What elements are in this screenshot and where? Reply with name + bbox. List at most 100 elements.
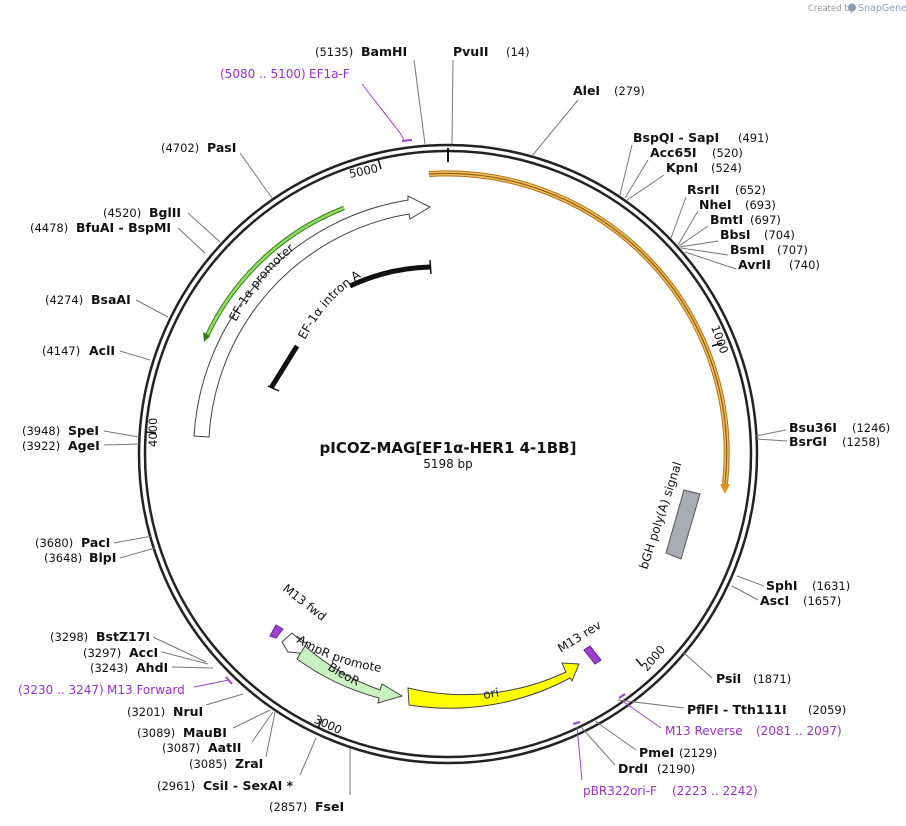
svg-text:(4274): (4274) — [45, 293, 83, 307]
site-acci[interactable]: (3297) AccI — [83, 645, 209, 665]
svg-text:(3085): (3085) — [189, 757, 227, 771]
primer-m13-reverse[interactable]: M13 Reverse (2081 .. 2097) — [618, 693, 842, 738]
svg-text:BspQI - SapI: BspQI - SapI — [633, 130, 719, 145]
ampr-promoter-label: AmpR promoter — [0, 0, 382, 675]
svg-text:(1871): (1871) — [753, 672, 791, 686]
site-fsei[interactable]: (2857) FseI — [269, 748, 351, 814]
svg-text:(4702): (4702) — [161, 141, 199, 155]
site-bmti[interactable]: BmtI (697) — [678, 212, 781, 247]
site-acli[interactable]: (4147) AclI — [42, 343, 151, 361]
site-paci[interactable]: (3680) PacI — [35, 535, 153, 550]
svg-text:(2961): (2961) — [157, 779, 195, 793]
svg-text:M13 Forward: M13 Forward — [107, 683, 185, 697]
site-aatii[interactable]: (3087) AatII — [162, 711, 274, 755]
ampr-promoter-feature[interactable]: AmpR promoter — [0, 0, 382, 675]
bgh-polya-feature[interactable]: bGH poly(A) signal — [637, 460, 701, 571]
primer-m13-forward[interactable]: (3230 .. 3247) M13 Forward — [18, 676, 233, 697]
site-bspqi-sapi[interactable]: BspQI - SapI (491) — [619, 130, 769, 196]
svg-text:(3089): (3089) — [137, 726, 175, 740]
site-pasi[interactable]: (4702) PasI — [161, 140, 273, 199]
svg-text:(2059): (2059) — [808, 703, 846, 717]
svg-text:(3298): (3298) — [50, 630, 88, 644]
svg-text:PvuII: PvuII — [453, 44, 489, 59]
site-ahdi[interactable]: (3243) AhdI — [90, 660, 214, 675]
svg-text:BamHI: BamHI — [361, 44, 407, 59]
svg-text:EF1a-F: EF1a-F — [309, 67, 350, 81]
svg-text:PsiI: PsiI — [716, 671, 741, 686]
site-bstz17i[interactable]: (3298) BstZ17I — [50, 629, 207, 663]
site-alei[interactable]: AleI (279) — [531, 83, 645, 157]
svg-text:BmtI: BmtI — [710, 212, 743, 227]
svg-text:PasI: PasI — [207, 140, 236, 155]
site-avrii[interactable]: AvrII (740) — [684, 251, 820, 272]
site-pflfi-tth111i[interactable]: PflFI - Tth111I (2059) — [617, 699, 846, 717]
svg-text:(4478): (4478) — [30, 221, 68, 235]
tick-4000: 4000 — [146, 418, 160, 447]
site-bfuai-bspmi[interactable]: (4478) BfuAI - BspMI — [30, 220, 206, 254]
site-spei[interactable]: (3948) SpeI — [22, 423, 140, 438]
svg-text:AvrII: AvrII — [738, 257, 771, 272]
m13-rev-feature[interactable]: M13 rev — [555, 618, 604, 665]
ori-feature[interactable]: ori — [407, 662, 580, 709]
svg-text:(5080 .. 5100): (5080 .. 5100) — [220, 67, 306, 81]
svg-text:FseI: FseI — [315, 799, 344, 814]
site-bglii[interactable]: (4520) BglII — [103, 205, 221, 243]
site-acc65i[interactable]: Acc65I (520) — [624, 145, 743, 199]
svg-text:(697): (697) — [750, 213, 781, 227]
site-asci[interactable]: AscI (1657) — [731, 585, 841, 608]
tick-5000: 5000 — [348, 161, 380, 181]
svg-text:PflFI - Tth111I: PflFI - Tth111I — [687, 702, 787, 717]
svg-text:(3948): (3948) — [22, 424, 60, 438]
svg-text:(524): (524) — [711, 161, 742, 175]
site-rsrii[interactable]: RsrII (652) — [670, 182, 766, 239]
svg-text:(4520): (4520) — [103, 206, 141, 220]
site-bsaai[interactable]: (4274) BsaAI — [45, 292, 169, 318]
svg-text:(693): (693) — [745, 198, 776, 212]
svg-text:(279): (279) — [614, 84, 645, 98]
ef1a-intron-feature[interactable]: EF-1α intron A — [267, 259, 432, 392]
site-bsmi[interactable]: BsmI (707) — [680, 242, 808, 257]
svg-text:(1258): (1258) — [842, 435, 880, 449]
svg-text:CsiI - SexAI *: CsiI - SexAI * — [203, 778, 294, 793]
site-nhei[interactable]: NheI (693) — [677, 197, 776, 246]
snapgene-logo-icon — [848, 3, 856, 12]
svg-text:(3922): (3922) — [22, 439, 60, 453]
svg-text:(520): (520) — [712, 146, 743, 160]
tick-2000: 2000 — [639, 642, 669, 673]
svg-text:(1246): (1246) — [852, 421, 890, 435]
svg-text:(14): (14) — [506, 45, 530, 59]
site-maubi[interactable]: (3089) MauBI — [137, 709, 271, 740]
svg-text:(3087): (3087) — [162, 741, 200, 755]
svg-text:Created by: Created by — [808, 4, 855, 14]
site-kpni[interactable]: KpnI (524) — [626, 160, 742, 201]
site-nrui[interactable]: (3201) NruI — [127, 693, 244, 719]
site-bsu36i[interactable]: Bsu36I (1246) — [755, 420, 890, 437]
primer-ef1a-f[interactable]: (5080 .. 5100) EF1a-F — [220, 67, 413, 142]
site-bbsi[interactable]: BbsI (704) — [679, 227, 795, 248]
site-drdi[interactable]: DrdI (2190) — [580, 726, 695, 776]
site-blpi[interactable]: (3648) BlpI — [44, 547, 156, 565]
primer-pbr322ori-f[interactable]: pBR322ori-F (2223 .. 2242) — [572, 721, 758, 798]
site-psii[interactable]: PsiI (1871) — [683, 652, 791, 686]
svg-text:AleI: AleI — [573, 83, 600, 98]
site-agei[interactable]: (3922) AgeI — [22, 438, 140, 453]
svg-text:(3201): (3201) — [127, 705, 165, 719]
svg-text:AatII: AatII — [208, 740, 241, 755]
svg-text:(3297): (3297) — [83, 646, 121, 660]
site-sphi[interactable]: SphI (1631) — [736, 575, 850, 593]
site-csii-sexai[interactable]: (2961) CsiI - SexAI * — [157, 737, 317, 793]
svg-text:Bsu36I: Bsu36I — [789, 420, 837, 435]
m13-fwd-feature[interactable]: M13 fwd — [269, 581, 329, 639]
svg-text:DrdI: DrdI — [618, 761, 648, 776]
svg-text:(740): (740) — [789, 258, 820, 272]
ef1a-promoter-label: EF-1α promoter — [226, 241, 296, 324]
tick-1000: 1000 — [708, 323, 731, 355]
site-bamhi[interactable]: (5135) BamHI — [315, 44, 426, 145]
site-bsrgi[interactable]: BsrGI (1258) — [756, 434, 880, 449]
svg-text:BsaAI: BsaAI — [91, 292, 131, 307]
site-pmei[interactable]: PmeI (2129) — [594, 720, 717, 760]
svg-text:(707): (707) — [777, 243, 808, 257]
site-zrai[interactable]: (3085) ZraI — [189, 711, 276, 771]
site-pvuii[interactable]: PvuII (14) — [451, 44, 530, 145]
orf-arrow[interactable] — [428, 170, 730, 494]
